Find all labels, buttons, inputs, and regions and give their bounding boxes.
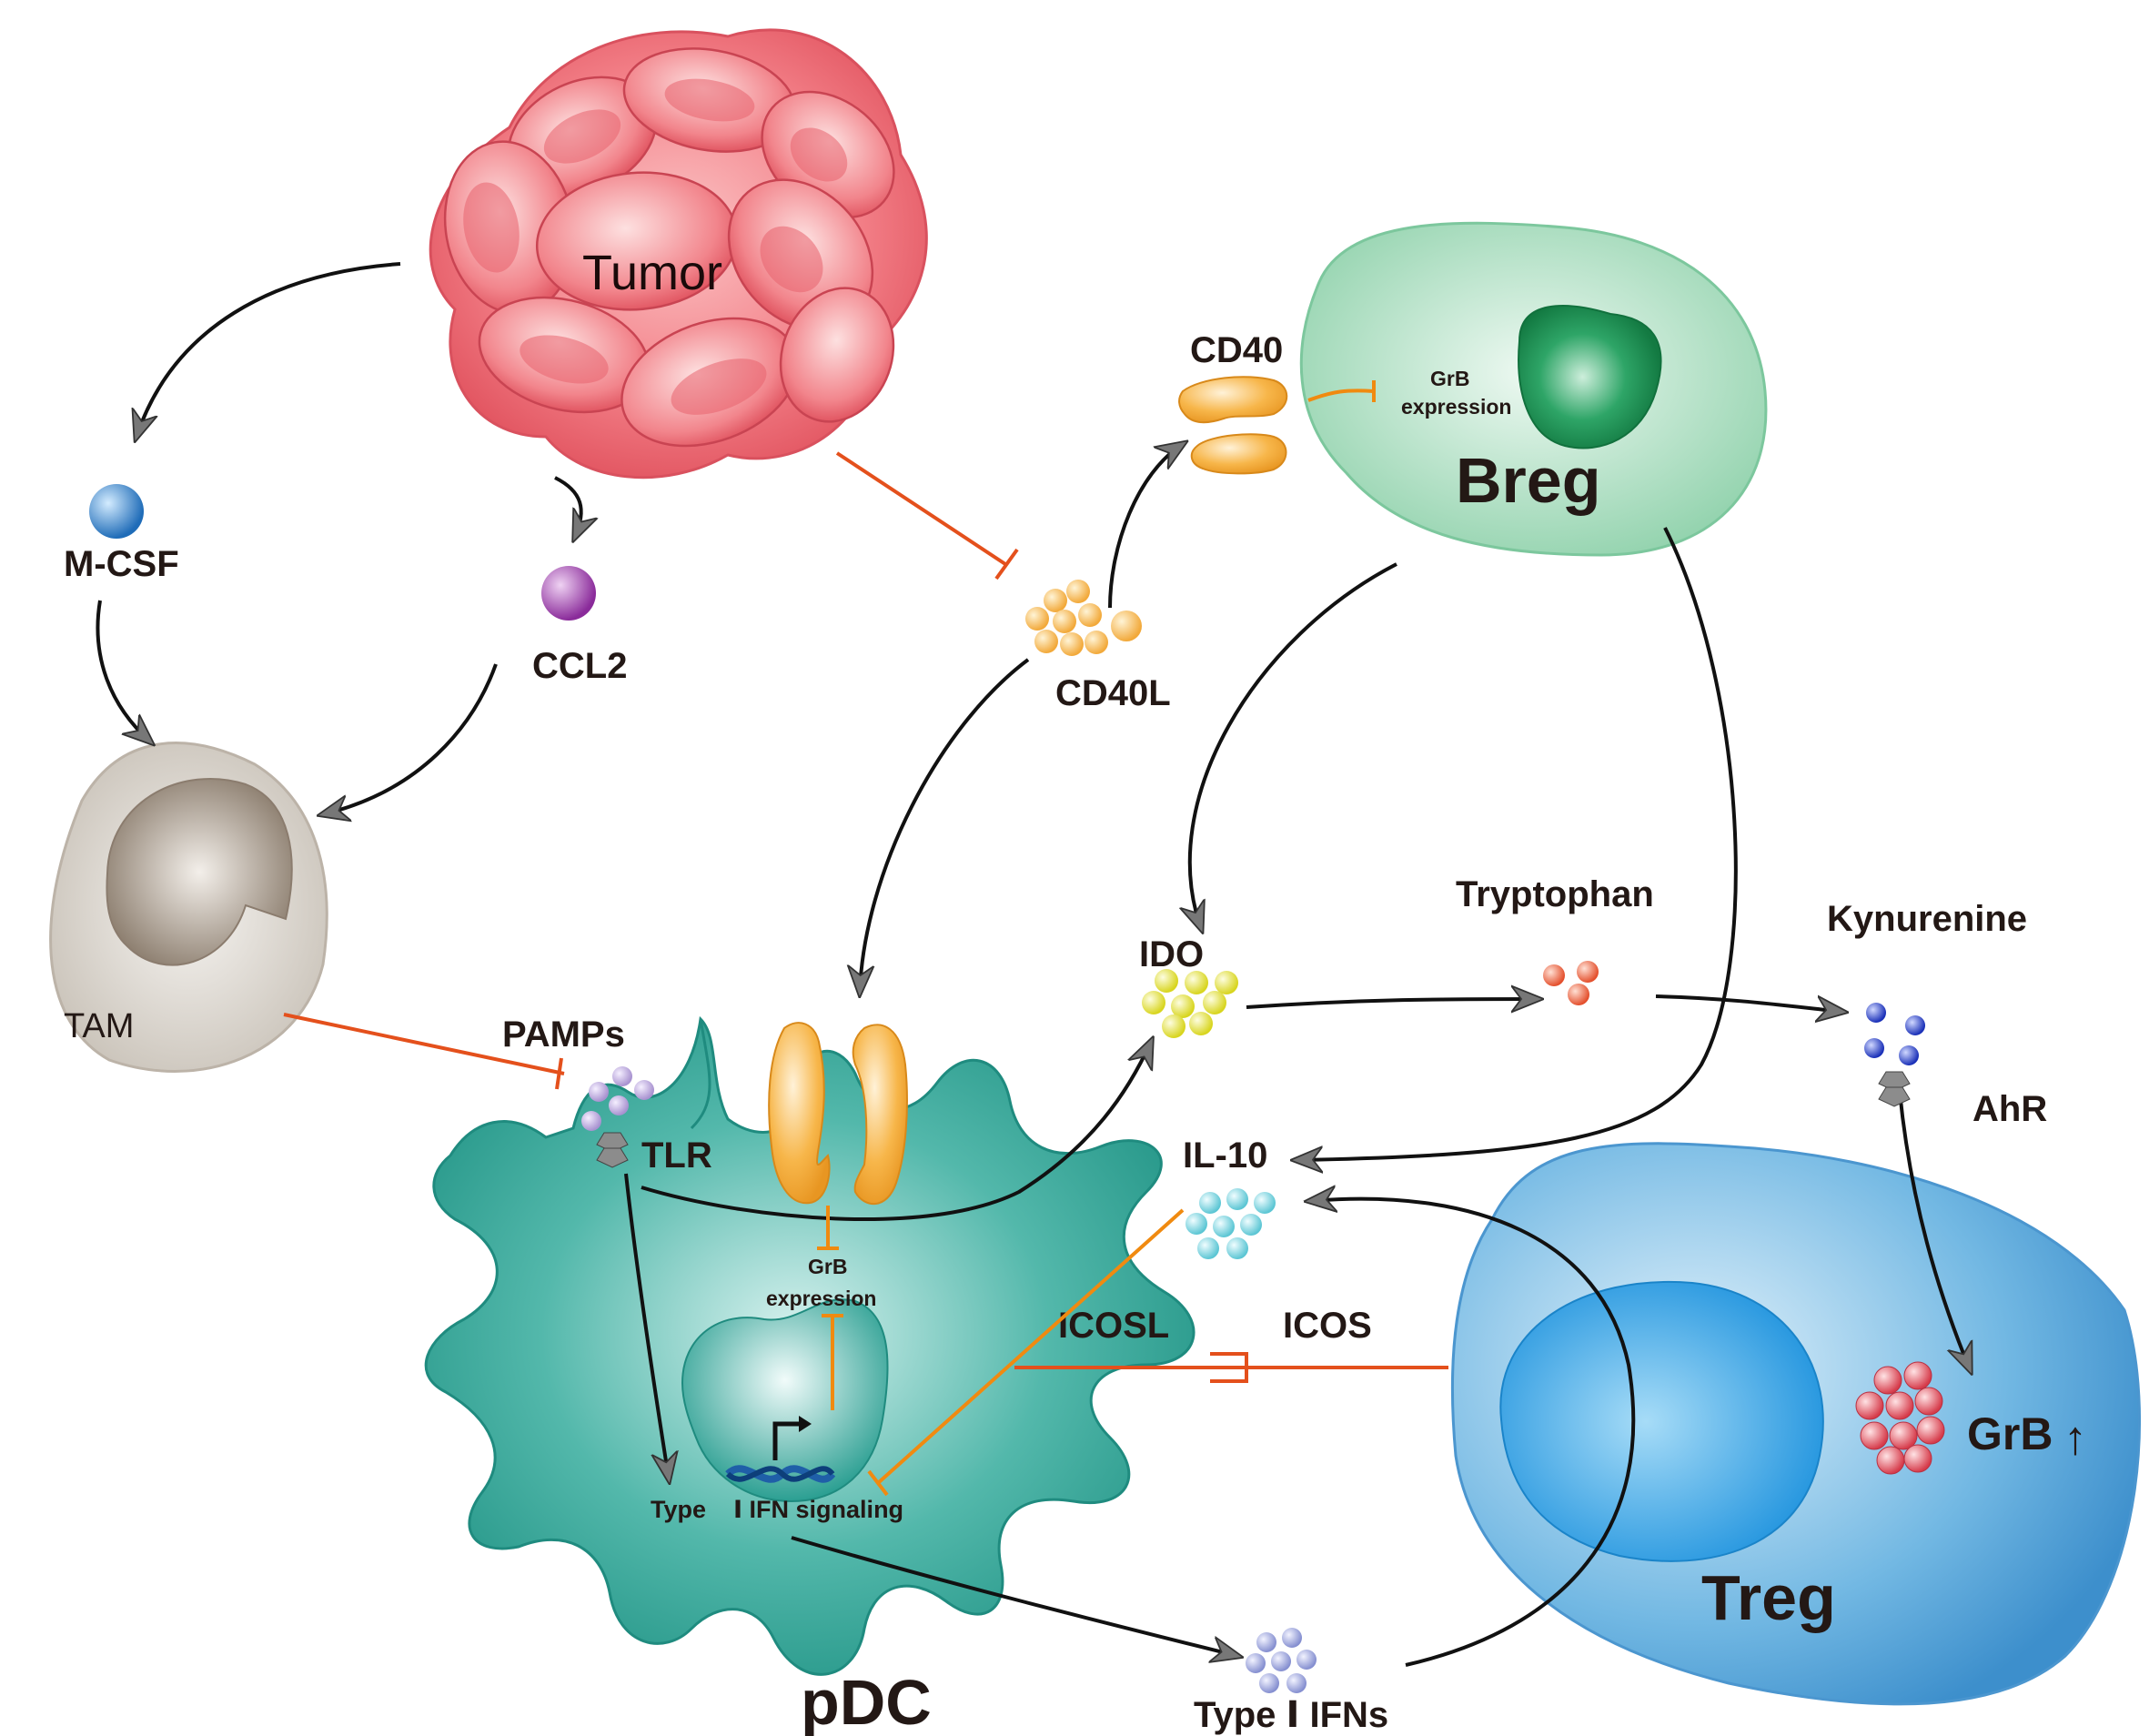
arrow-ido-to-tryptophan [1246,999,1538,1007]
tryptophan-label: Tryptophan [1456,874,1654,914]
type-i-ifn-signaling-label: Ⅰ IFN signaling [733,1496,903,1523]
transcription-start-arrow-icon [772,1421,801,1460]
inhibit-cd40-breg-grb [1307,389,1375,402]
arrow-type-i-ifns-to-il10 [1310,1199,1636,1667]
arrow-tryptophan-to-kynurenine [1655,996,1842,1012]
type-i-ifns-label: Type Ⅰ IFNs [1194,1695,1388,1735]
kynurenine-dots [1864,1003,1925,1065]
tlr-label: TLR [641,1135,712,1176]
breg-cell: Breg GrB expression [1299,221,1768,557]
pdc-receptor [768,1022,908,1206]
kynurenine-label: Kynurenine [1827,899,2027,939]
tam-cell: TAM [49,742,328,1073]
icos-label: ICOS [1283,1306,1372,1346]
cd40l-label: CD40L [1055,673,1171,713]
pdc-cell: pDC [424,1015,1196,1736]
pdc-grb-expression-label: expression [766,1287,876,1310]
arrow-breg-to-il10 [1296,527,1738,1160]
m-csf-label: M-CSF [64,544,179,584]
arrow-tumor-to-mcsf [136,262,401,437]
pdc-grb-label: GrB [808,1255,847,1278]
tumor-cluster: Tumor [429,28,928,479]
ido-label: IDO [1139,934,1204,974]
icosl-label: ICOSL [1058,1306,1169,1346]
treg-grb-label: GrB [1967,1408,2053,1459]
ahr-label: AhR [1972,1089,2047,1129]
inhibit-tumor-cd40l [835,451,1007,566]
treg-grb-up-arrow: ↑ [2063,1412,2087,1465]
breg-label: Breg [1456,445,1600,516]
type-i-ifn-dots [1246,1628,1317,1693]
type-i-ifn-signaling-type-label: Type [651,1496,706,1523]
m-csf-dot [89,484,144,539]
tryptophan-dots [1543,961,1599,1005]
il10-label: IL-10 [1183,1135,1267,1176]
inhibit-il10-ifn-signaling [876,1208,1185,1485]
pdc-label: pDC [801,1667,932,1736]
inhibit-tam-pamps [283,1013,565,1075]
tlr-receptor-icon [596,1132,629,1168]
arrow-ccl2-to-tam [323,663,498,814]
dna-strand-icon [725,1465,836,1483]
pamps-dots [581,1066,654,1131]
arrow-mcsf-to-tam [96,600,150,742]
breg-grb-expression-label: expression [1401,395,1511,419]
arrow-tumor-to-ccl2 [554,476,581,537]
il10-dots [1185,1188,1276,1259]
arrow-tlr-to-ifn-signaling [624,1173,669,1479]
inhibition-lines [283,380,1448,1497]
tumor-label: Tumor [582,246,722,300]
breg-grb-label: GrB [1430,367,1469,390]
cd40l-dots [1025,580,1142,656]
ccl2-label: CCL2 [532,646,627,686]
arrow-ahr-to-grb [1898,1091,1970,1369]
arrow-breg-to-ido [1190,562,1397,928]
grb-granules [1855,1361,1945,1475]
ido-dots [1142,969,1238,1038]
cd40-receptor [1178,376,1288,475]
arrow-ifn-signaling-to-type-i-ifns [791,1536,1237,1656]
activation-arrows [96,262,1970,1667]
arrow-cd40l-to-cd40 [1108,444,1183,609]
tam-label: TAM [64,1007,134,1045]
arrow-cd40l-to-pdc-receptor [860,658,1030,992]
arrow-tlr-to-ido [641,1042,1151,1222]
treg-label: Treg [1701,1562,1836,1633]
ccl2-dot [541,566,596,621]
pamps-label: PAMPs [502,1014,625,1055]
kynurenine-receptor-icon [1878,1071,1911,1107]
cd40-label: CD40 [1190,330,1283,370]
treg-cell: Treg GrB ↑ [1450,1142,2141,1706]
